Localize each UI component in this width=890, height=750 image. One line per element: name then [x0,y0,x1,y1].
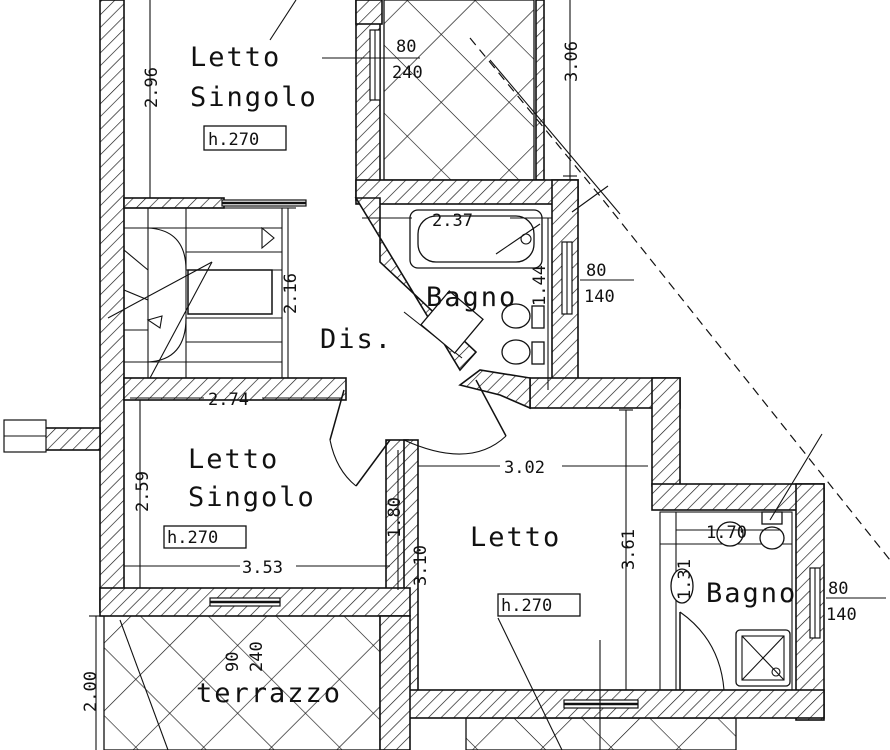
dim-1-44: 1.44 [530,265,550,306]
bathroom-right-fixtures [659,511,793,691]
leader-line-4 [119,619,169,750]
height-label-right: h.270 [501,596,552,616]
height-label-left: h.270 [167,528,218,548]
dim-2-59: 2.59 [133,471,153,512]
room-letto-left-line1: Letto [188,444,279,475]
leader-line-3 [769,433,823,521]
room-bagno-top: Bagno [426,282,517,313]
opening-terrazzo-width: 90 [223,652,243,672]
height-label-top: h.270 [208,130,259,150]
window-openings [3,29,821,709]
opening-bagno-height: 140 [584,287,615,307]
leader-line [497,617,563,750]
opening-right-width: 80 [828,579,848,599]
dim-3-10: 3.10 [411,545,431,586]
opening-top-height: 240 [392,63,423,83]
room-letto-top-line1: Letto [190,42,281,73]
dim-2-74: 2.74 [208,390,249,410]
dim-2-37: 2.37 [432,211,473,231]
dim-3-02: 3.02 [504,458,545,478]
bathroom-top-fixtures [409,209,545,365]
height-box-right [497,593,581,617]
room-letto-left-line2: Singolo [188,482,316,513]
leader-line-6 [571,185,609,213]
roof-line-upper [489,59,621,215]
terrazzo-tiles [103,614,381,750]
dim-1-80: 1.80 [385,497,405,538]
room-letto-right: Letto [470,522,561,553]
height-box-left [163,525,247,549]
dim-3-53: 3.53 [242,558,283,578]
dim-3-61: 3.61 [619,529,639,570]
opening-bagno-width: 80 [586,261,606,281]
terrace-bottom-tiles [465,717,737,750]
room-dis: Dis. [320,324,393,355]
dim-1-31: 1.31 [675,559,695,600]
room-terrazzo: terrazzo [196,678,342,709]
dim-1-70: 1.70 [706,523,747,543]
opening-right-height: 140 [826,605,857,625]
staircase [107,207,283,379]
leader-line-5 [269,0,297,41]
opening-top-width: 80 [396,37,416,57]
room-bagno-right: Bagno [706,578,797,609]
dim-2-96: 2.96 [142,67,162,108]
dim-3-06: 3.06 [562,41,582,82]
balcony-top-tiles [383,0,535,181]
dim-2-00: 2.00 [81,671,101,712]
height-box-top [203,125,287,151]
roof-line [469,37,890,561]
room-letto-top-line2: Singolo [190,82,318,113]
dimension-lines [89,0,886,750]
opening-terrazzo-height: 240 [247,641,267,672]
dim-2-16: 2.16 [281,273,301,314]
